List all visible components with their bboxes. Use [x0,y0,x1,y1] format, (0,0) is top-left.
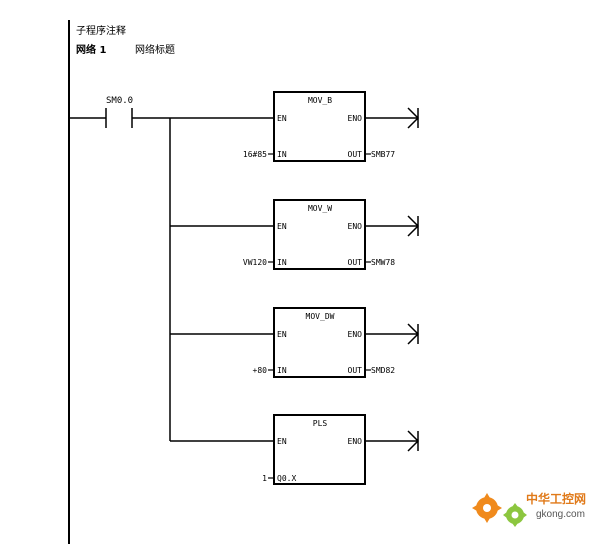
eno-arrow-icon [407,430,420,452]
in-operand: 1 [262,474,267,483]
in-operand: 16#85 [243,150,267,159]
out-operand: SMB77 [371,150,395,159]
box-mov-dw[interactable]: MOV_DW EN ENO IN OUT +80 SMD82 [170,307,420,378]
subroutine-comment: 子程序注释 [76,26,126,37]
box-title: PLS [313,419,328,428]
gear-icon [503,503,527,527]
out-operand: SMW78 [371,258,395,267]
eno-arrow-icon [407,107,420,129]
box-mov-w[interactable]: MOV_W EN ENO IN OUT VW120 SMW78 [170,199,420,270]
in-pin: IN [277,150,287,159]
site-domain: gkong.com [536,509,585,520]
eno-arrow-icon [407,323,420,345]
out-pin: OUT [348,366,363,375]
out-pin: OUT [348,150,363,159]
eno-pin: ENO [348,222,363,231]
network-title[interactable]: 网络标题 [135,45,175,56]
box-mov-b[interactable]: MOV_B EN ENO IN OUT 16#85 SMB77 [170,91,420,162]
en-pin: EN [277,437,287,446]
in-pin: IN [277,258,287,267]
box-title: MOV_B [308,96,332,105]
en-pin: EN [277,222,287,231]
en-pin: EN [277,330,287,339]
gkong-logo: 中华工控网 gkong.com [472,491,586,527]
en-pin: EN [277,114,287,123]
eno-arrow-icon [407,215,420,237]
gear-icon [472,493,502,523]
in-operand-address: Q0.X [277,474,296,483]
eno-pin: ENO [348,330,363,339]
network-label: 网络 1 [76,45,107,56]
in-operand: VW120 [243,258,267,267]
in-operand: +80 [253,366,268,375]
in-pin: IN [277,366,287,375]
contact-label: SM0.0 [106,96,133,106]
eno-pin: ENO [348,437,363,446]
box-title: MOV_W [308,204,332,213]
site-name: 中华工控网 [526,491,586,506]
box-pls[interactable]: PLS EN ENO 1 Q0.X [170,414,420,485]
box-title: MOV_DW [306,312,335,321]
contact-sm0-0[interactable]: SM0.0 [69,96,170,128]
out-pin: OUT [348,258,363,267]
out-operand: SMD82 [371,366,395,375]
eno-pin: ENO [348,114,363,123]
